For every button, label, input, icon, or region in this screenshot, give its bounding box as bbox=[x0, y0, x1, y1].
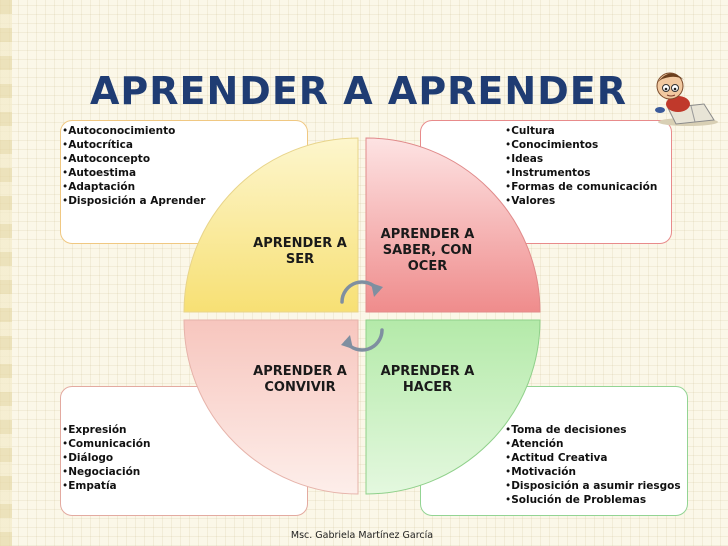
author-credit: Msc. Gabriela Martínez García bbox=[290, 530, 434, 541]
arrow-head-bottom bbox=[341, 335, 353, 349]
hacer-items-list: Toma de decisiones Atención Actitud Crea… bbox=[505, 423, 681, 507]
list-item: Cultura bbox=[505, 124, 657, 138]
list-item: Actitud Creativa bbox=[505, 451, 681, 465]
list-item: Motivación bbox=[505, 465, 681, 479]
list-item: Conocimientos bbox=[505, 138, 657, 152]
list-item: Formas de comunicación bbox=[505, 180, 657, 194]
list-item: Empatía bbox=[62, 479, 150, 493]
list-item: Solución de Problemas bbox=[505, 493, 681, 507]
list-item: Diálogo bbox=[62, 451, 150, 465]
list-item: Ideas bbox=[505, 152, 657, 166]
list-item: Disposición a asumir riesgos bbox=[505, 479, 680, 493]
quadrant-convivir bbox=[183, 319, 359, 495]
list-item: Autoestima bbox=[62, 166, 206, 180]
label-aprender-hacer: APRENDER A HACER bbox=[380, 364, 475, 395]
list-item: Valores bbox=[505, 194, 657, 208]
list-item: Negociación bbox=[62, 465, 150, 479]
arrow-head-top bbox=[371, 283, 383, 297]
saber-items-list: Cultura Conocimientos Ideas Instrumentos… bbox=[505, 124, 657, 208]
decorative-border bbox=[0, 0, 12, 546]
list-item: Expresión bbox=[62, 423, 150, 437]
list-item: Comunicación bbox=[62, 437, 150, 451]
list-item: Atención bbox=[505, 437, 681, 451]
list-item: Disposición a Aprender bbox=[62, 194, 205, 208]
list-item: Autoconcepto bbox=[62, 152, 206, 166]
quadrant-hacer bbox=[365, 319, 541, 495]
list-item: Toma de decisiones bbox=[505, 423, 681, 437]
page-title: APRENDER A APRENDER bbox=[90, 69, 627, 113]
quadrant-ser bbox=[183, 137, 359, 313]
label-aprender-saber: APRENDER A SABER, CON OCER bbox=[380, 227, 475, 274]
quadrant-saber bbox=[365, 137, 541, 313]
label-aprender-convivir: APRENDER A CONVIVIR bbox=[253, 364, 347, 395]
list-item: Adaptación bbox=[62, 180, 206, 194]
student-reading-icon bbox=[655, 72, 718, 126]
list-item: Instrumentos bbox=[505, 166, 657, 180]
list-item: Autoconocimiento bbox=[62, 124, 206, 138]
list-item: Autocrítica bbox=[62, 138, 206, 152]
label-aprender-ser: APRENDER A SER bbox=[253, 236, 347, 267]
ser-items-list: Autoconocimiento Autocrítica Autoconcept… bbox=[62, 124, 206, 208]
convivir-items-list: Expresión Comunicación Diálogo Negociaci… bbox=[62, 423, 150, 493]
